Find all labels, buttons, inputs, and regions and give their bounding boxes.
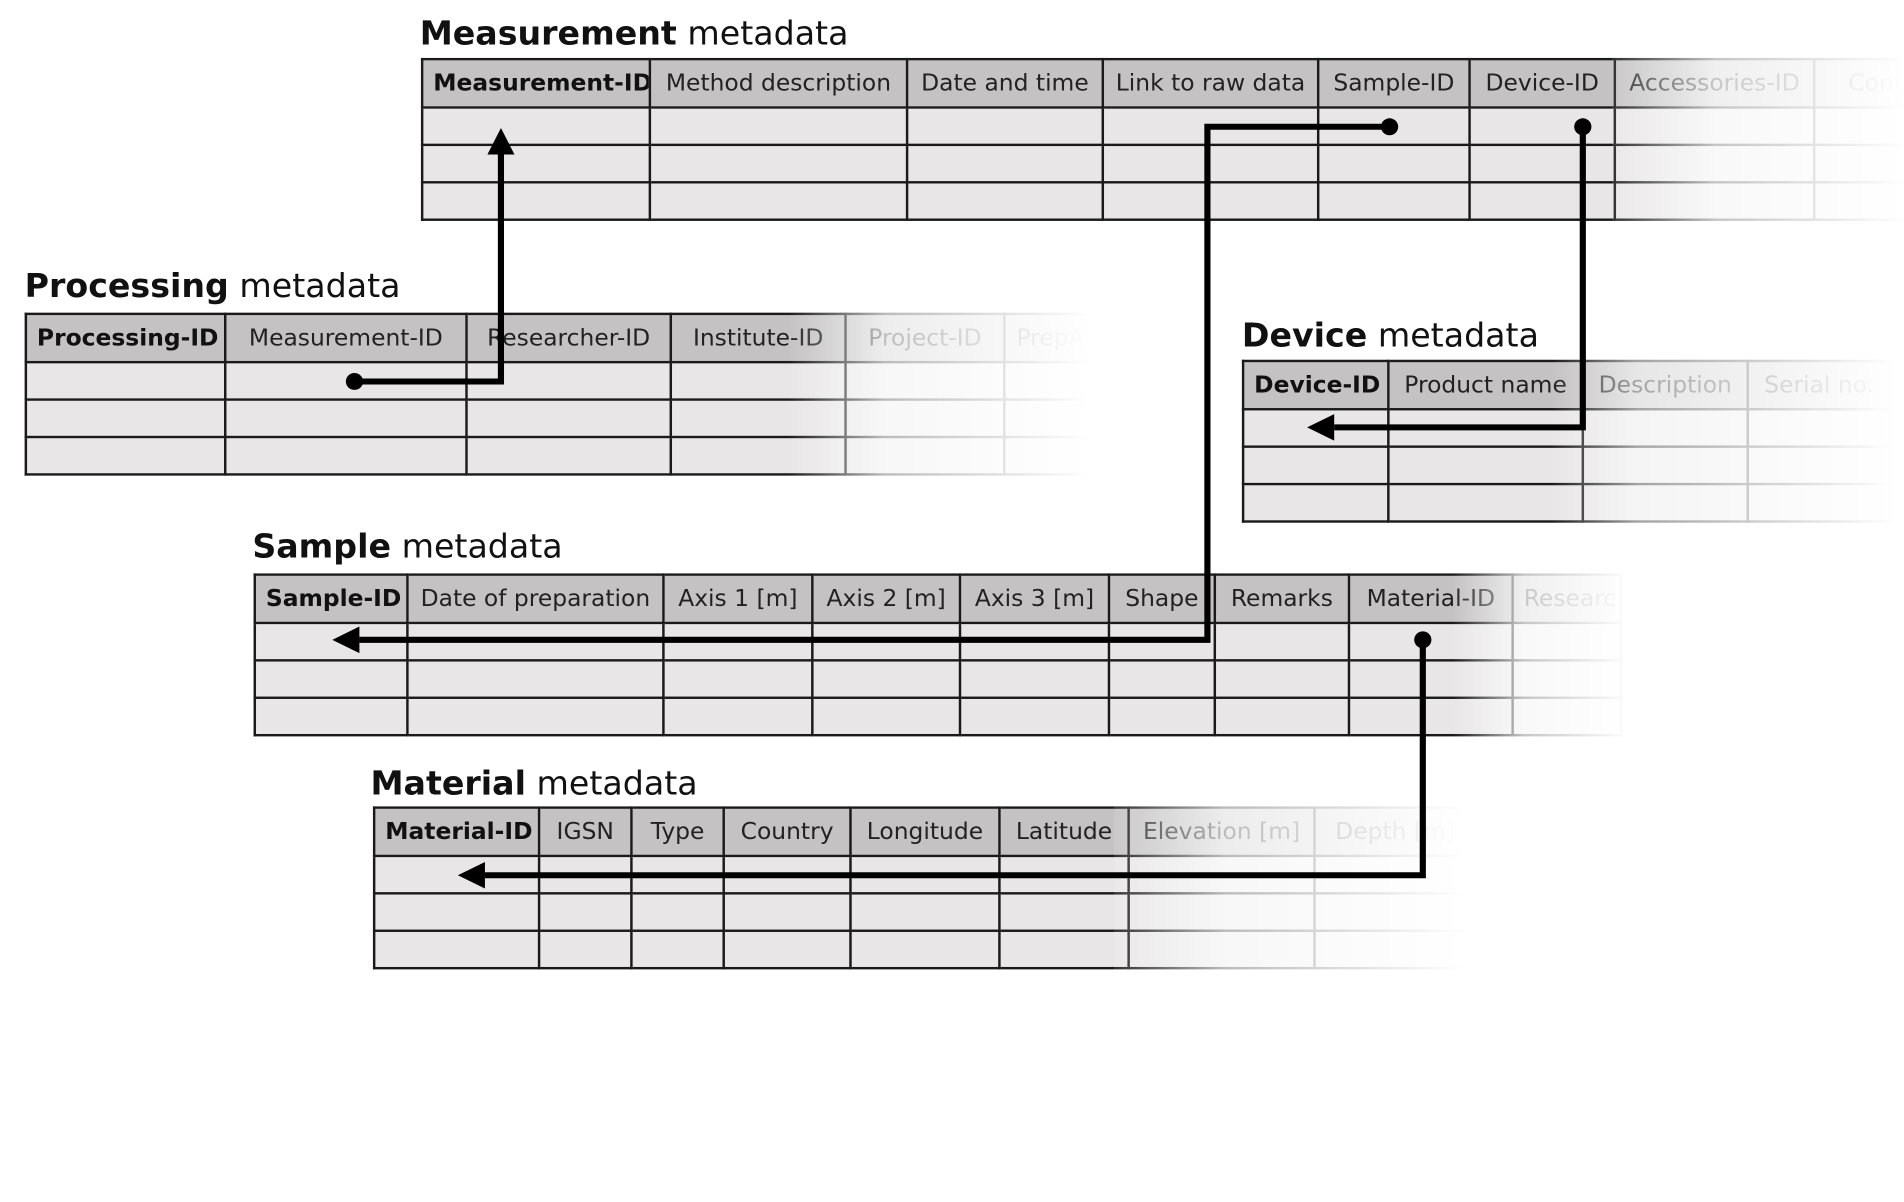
table-row xyxy=(24,360,1098,401)
table-row xyxy=(1241,445,1892,486)
sample-col-date-of-preparation: Date of preparation xyxy=(406,573,665,625)
sample-title-bold: Sample xyxy=(252,528,392,567)
table-row xyxy=(253,659,1623,699)
device-col-serial-no: Serial no. xyxy=(1746,359,1892,411)
material-col-elevation: Elevation [m] xyxy=(1127,806,1316,858)
processing-title: Processing metadata xyxy=(25,270,401,303)
measurement-header-row: Measurement-ID Method description Date a… xyxy=(420,57,1904,109)
processing-col-prepa: PrepA xyxy=(1003,312,1098,364)
table-row xyxy=(420,181,1904,221)
processing-header-row: Processing-ID Measurement-ID Researcher-… xyxy=(24,312,1098,364)
device-title-bold: Device xyxy=(1241,317,1368,355)
measurement-col-link-to-raw-data: Link to raw data xyxy=(1101,57,1320,109)
sample-table: Sample-ID Date of preparation Axis 1 [m]… xyxy=(253,573,1623,737)
device-col-description: Description xyxy=(1581,359,1749,411)
device-col-device-id: Device-ID xyxy=(1241,359,1390,411)
table-row xyxy=(253,696,1623,737)
processing-table: Processing-ID Measurement-ID Researcher-… xyxy=(24,312,1098,476)
processing-col-processing-id: Processing-ID xyxy=(24,312,227,364)
measurement-col-date-and-time: Date and time xyxy=(905,57,1105,109)
device-header-row: Device-ID Product name Description Seria… xyxy=(1241,359,1892,411)
table-row xyxy=(24,435,1098,476)
sample-col-shape: Shape xyxy=(1107,573,1217,625)
table-row xyxy=(420,106,1904,147)
material-table: Material-ID IGSN Type Country Longitude … xyxy=(372,806,1477,970)
sample-col-axis-1: Axis 1 [m] xyxy=(662,573,814,625)
measurement-col-measurement-id: Measurement-ID xyxy=(420,57,652,109)
device-title-rest: metadata xyxy=(1367,317,1539,355)
table-row xyxy=(1241,408,1892,448)
processing-col-institute-id: Institute-ID xyxy=(669,312,847,364)
device-title: Device metadata xyxy=(1242,320,1539,353)
measurement-title-rest: metadata xyxy=(676,15,849,54)
sample-header-row: Sample-ID Date of preparation Axis 1 [m]… xyxy=(253,573,1623,625)
table-row xyxy=(253,621,1623,662)
processing-col-project-id: Project-ID xyxy=(844,312,1006,364)
measurement-col-sample-id: Sample-ID xyxy=(1316,57,1471,109)
sample-title: Sample metadata xyxy=(252,531,562,564)
material-col-material-id: Material-ID xyxy=(372,806,541,858)
table-row xyxy=(372,892,1477,932)
sample-col-sample-id: Sample-ID xyxy=(253,573,409,625)
material-col-longitude: Longitude xyxy=(849,806,1001,858)
table-row xyxy=(1241,482,1892,523)
sample-col-researc: Researc xyxy=(1511,573,1623,625)
measurement-col-device-id: Device-ID xyxy=(1468,57,1617,109)
sample-col-material-id: Material-ID xyxy=(1347,573,1514,625)
measurement-table: Measurement-ID Method description Date a… xyxy=(420,57,1904,221)
sample-col-axis-2: Axis 2 [m] xyxy=(811,573,962,625)
material-col-igsn: IGSN xyxy=(537,806,633,858)
material-title-bold: Material xyxy=(370,765,526,803)
measurement-title-bold: Measurement xyxy=(419,15,677,54)
material-col-type: Type xyxy=(630,806,725,858)
table-row xyxy=(420,143,1904,184)
table-row xyxy=(372,854,1477,895)
processing-col-researcher-id: Researcher-ID xyxy=(465,312,673,364)
material-title: Material metadata xyxy=(370,768,697,801)
material-title-rest: metadata xyxy=(525,765,698,803)
measurement-col-method-description: Method description xyxy=(648,57,909,109)
material-col-latitude: Latitude xyxy=(998,806,1130,858)
device-col-product-name: Product name xyxy=(1387,359,1585,411)
material-header-row: Material-ID IGSN Type Country Longitude … xyxy=(372,806,1477,858)
sample-col-remarks: Remarks xyxy=(1213,573,1351,625)
material-col-depth: Depth [m] xyxy=(1313,806,1477,858)
measurement-title: Measurement metadata xyxy=(420,18,849,51)
material-col-country: Country xyxy=(722,806,852,858)
device-table: Device-ID Product name Description Seria… xyxy=(1241,359,1892,523)
processing-col-measurement-id: Measurement-ID xyxy=(224,312,468,364)
measurement-col-accessories-id: Accessories-ID xyxy=(1613,57,1816,109)
measurement-col-conf: Conf xyxy=(1812,57,1904,109)
processing-title-bold: Processing xyxy=(24,267,229,306)
table-row xyxy=(24,398,1098,439)
sample-col-axis-3: Axis 3 [m] xyxy=(958,573,1111,625)
processing-title-rest: metadata xyxy=(228,267,401,306)
table-row xyxy=(372,929,1477,970)
sample-title-rest: metadata xyxy=(391,528,563,567)
